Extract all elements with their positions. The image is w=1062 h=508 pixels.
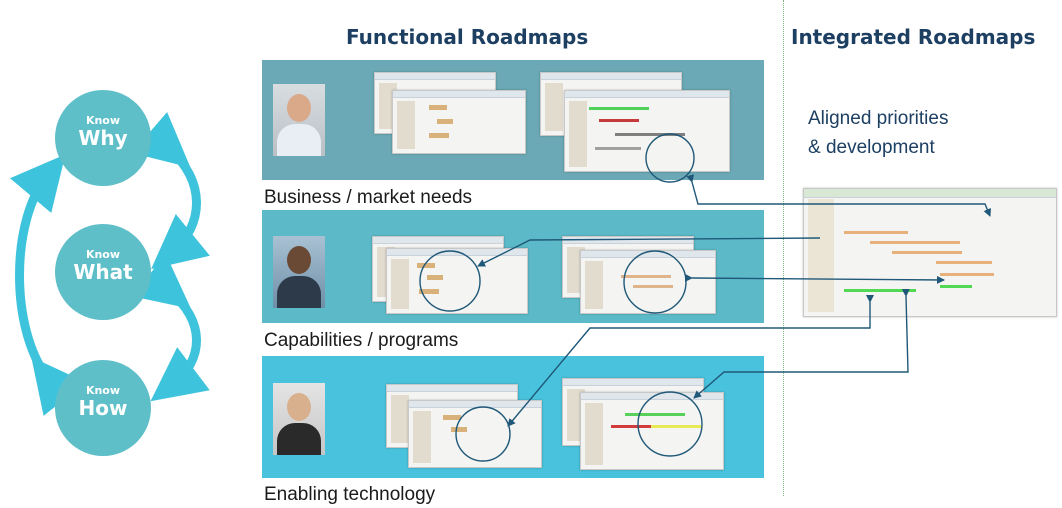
business-person-photo (273, 84, 325, 156)
business-lane-caption: Business / market needs (264, 187, 473, 208)
functional-roadmaps-heading: Functional Roadmaps (346, 25, 589, 49)
cycle-arrows (9, 111, 210, 416)
capabilities-focus-circle-b (623, 250, 687, 314)
capabilities-lane-caption: Capabilities / programs (264, 330, 459, 351)
know-what-circle: Know What (55, 224, 151, 320)
know-why-circle: Know Why (55, 90, 151, 186)
business-connector (686, 174, 991, 217)
know-why-small: Know (85, 114, 121, 127)
technology-connector-b (693, 288, 910, 399)
capabilities-person-photo (273, 236, 325, 308)
capabilities-roadmap-thumb-b (386, 248, 528, 314)
why-how-arrow (9, 154, 86, 416)
technology-lane-caption: Enabling technology (264, 484, 436, 505)
know-how-circle: Know How (55, 360, 151, 456)
business-focus-circle (645, 133, 695, 183)
know-what-small: Know (85, 248, 121, 261)
technology-focus-circle-a (455, 406, 511, 462)
know-what-big: What (73, 260, 133, 284)
technology-focus-circle-b (637, 391, 703, 457)
capabilities-connector-a (477, 237, 821, 267)
integrated-note-line1: Aligned priorities (808, 108, 949, 129)
technology-person-photo (273, 383, 325, 455)
business-lane-panel (262, 60, 764, 180)
section-divider (783, 0, 784, 496)
know-how-small: Know (85, 384, 121, 397)
integrated-note-line2: & development (808, 137, 935, 158)
what-how-arrow (132, 254, 210, 402)
capabilities-connector-b (684, 273, 945, 284)
why-what-arrow (131, 111, 210, 270)
business-roadmap-thumb-b (392, 90, 526, 154)
know-why-big: Why (78, 126, 128, 150)
technology-connector-a (507, 295, 874, 427)
business-roadmap-thumb-d (564, 90, 730, 172)
integrated-roadmaps-heading: Integrated Roadmaps (791, 25, 1036, 49)
know-how-big: How (78, 396, 128, 420)
capabilities-focus-circle-a (419, 250, 481, 312)
integrated-note: Aligned priorities & development (808, 104, 948, 162)
